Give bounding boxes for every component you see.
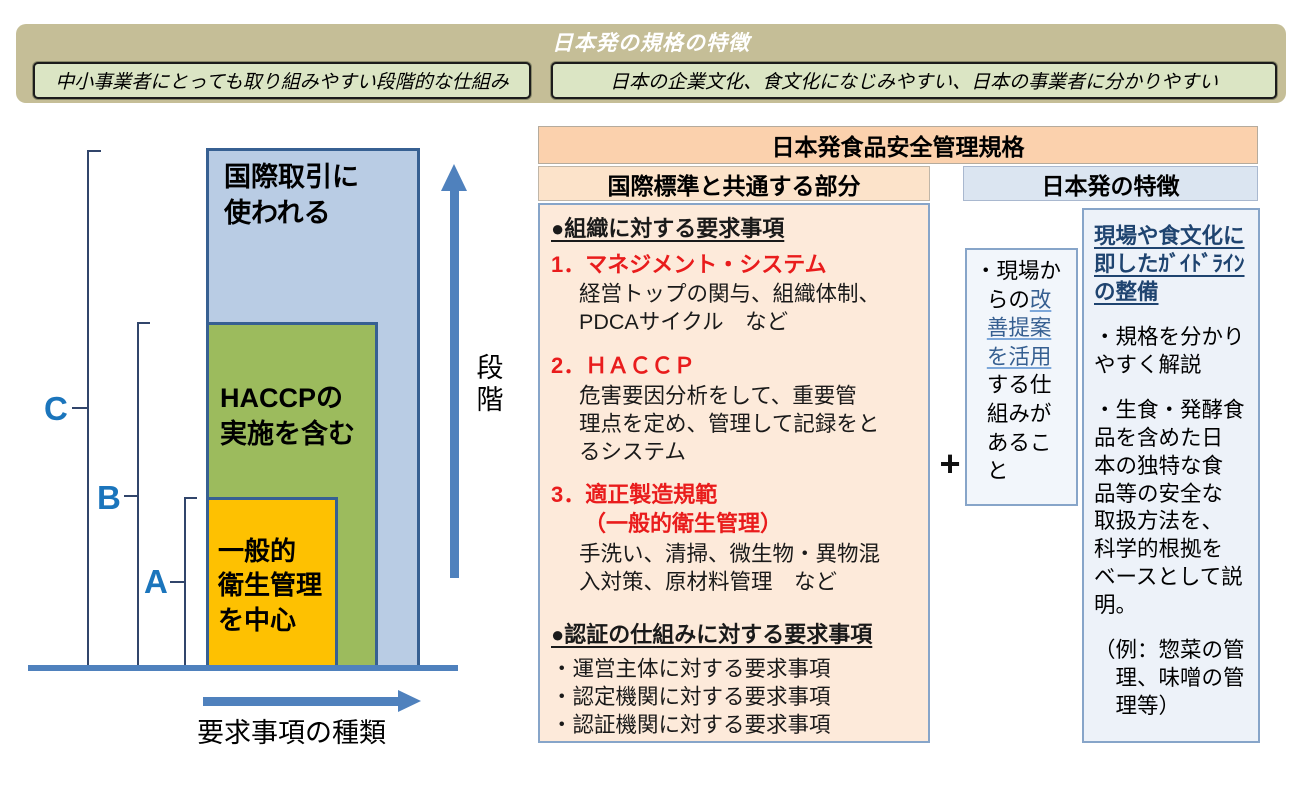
- text-segment: ●認証の仕組みに対する要求事項: [551, 621, 873, 647]
- banner-title: 日本発の規格の特徴: [552, 32, 750, 55]
- level-label-haccp: HACCPの 実施を含む: [220, 383, 355, 449]
- text-segment: ・生食・発酵食 品を含めた日 本の独特な食 品等の安全な 取扱方法を、 科学的根…: [1094, 397, 1245, 618]
- common-requirements-panel: ●組織に対する要求事項 1．マネジメント・システム経営トップの関与、組織体制、 P…: [538, 203, 930, 743]
- stage-axis-arrow-head: [441, 164, 467, 191]
- text-segment: 危害要因分析をして、重要管 理点を定め、管理して記録をと るシステム: [579, 383, 880, 464]
- bracket-a-line: [184, 497, 186, 667]
- bracket-a-mid-tick: [170, 581, 185, 583]
- text-segment: ・運営主体に対する要求事項: [551, 657, 831, 682]
- japan-features-panel: 現場や食文化に 即したｶﾞｲﾄﾞﾗｲﾝ の整備・規格を分かり やすく解説・生食・…: [1082, 208, 1260, 743]
- level-label-international: 国際取引に 使われる: [224, 162, 359, 228]
- bracket-c-top-tick: [87, 150, 101, 152]
- text-segment: ・認証機関に対する要求事項: [551, 713, 831, 737]
- bracket-label-c: C: [44, 390, 68, 427]
- text-segment: 経営トップの関与、組織体制、 PDCAサイクル など: [579, 282, 881, 335]
- field-feedback-text: ・現場か らの改 善提案 を活用する仕 組みが あるこ と: [975, 257, 1072, 486]
- bracket-b-mid-tick: [124, 495, 138, 497]
- guideline-title-link[interactable]: 現場や食文化に 即したｶﾞｲﾄﾞﾗｲﾝ の整備: [1094, 224, 1245, 304]
- bracket-label-b: B: [97, 479, 121, 516]
- text-segment: する仕 組みが あるこ と: [986, 373, 1052, 484]
- level-label-hygiene: 一般的 衛生管理 を中心: [218, 536, 323, 635]
- field-feedback-box: ・現場か らの改 善提案 を活用する仕 組みが あるこ と: [965, 248, 1078, 506]
- bracket-c-line: [87, 150, 89, 667]
- types-axis-label: 要求事項の種類: [197, 718, 386, 748]
- text-segment: ・現場か らの: [975, 259, 1062, 312]
- features-banner: 日本発の規格の特徴 中小事業者にとっても取り組みやすい段階的な仕組み 日本の企業…: [16, 24, 1286, 103]
- baseline: [28, 665, 458, 671]
- stage-axis-arrow-shaft: [450, 190, 459, 578]
- bracket-b-line: [137, 322, 139, 667]
- text-segment: 手洗い、清掃、微生物・異物混 入対策、原材料管理 など: [579, 541, 881, 594]
- improvement-proposal-link[interactable]: 改 善提案 を活用: [986, 287, 1052, 369]
- bracket-c-mid-tick: [72, 407, 88, 409]
- feature-pill-stepwise: 中小事業者にとっても取り組みやすい段階的な仕組み: [33, 62, 531, 99]
- text-segment: 2．ＨＡＣＣＰ: [551, 353, 696, 379]
- text-segment: ・規格を分かり やすく解説: [1094, 324, 1245, 377]
- bracket-label-a: A: [144, 563, 168, 600]
- bracket-a-top-tick: [184, 497, 197, 499]
- text-segment: ●組織に対する要求事項: [551, 216, 785, 241]
- bracket-b-top-tick: [137, 322, 150, 324]
- column-header-japan: 日本発の特徴: [963, 166, 1258, 201]
- plus-sign: +: [939, 443, 961, 484]
- column-header-common: 国際標準と共通する部分: [538, 166, 930, 201]
- table-title: 日本発食品安全管理規格: [538, 126, 1258, 164]
- text-segment: ・認定機関に対する要求事項: [551, 685, 831, 710]
- text-segment: 3．適正製造規範 （一般的衛生管理）: [551, 482, 783, 537]
- feature-pill-culture: 日本の企業文化、食文化になじみやすい、日本の事業者に分かりやすい: [551, 62, 1277, 99]
- text-segment: （例：惣菜の管 理、味噌の管 理等）: [1094, 638, 1245, 719]
- types-axis-arrow-head: [398, 690, 421, 712]
- stage-axis-label: 段 階: [476, 353, 504, 415]
- types-axis-arrow-shaft: [203, 697, 398, 706]
- text-segment: 1．マネジメント・システム: [551, 251, 827, 277]
